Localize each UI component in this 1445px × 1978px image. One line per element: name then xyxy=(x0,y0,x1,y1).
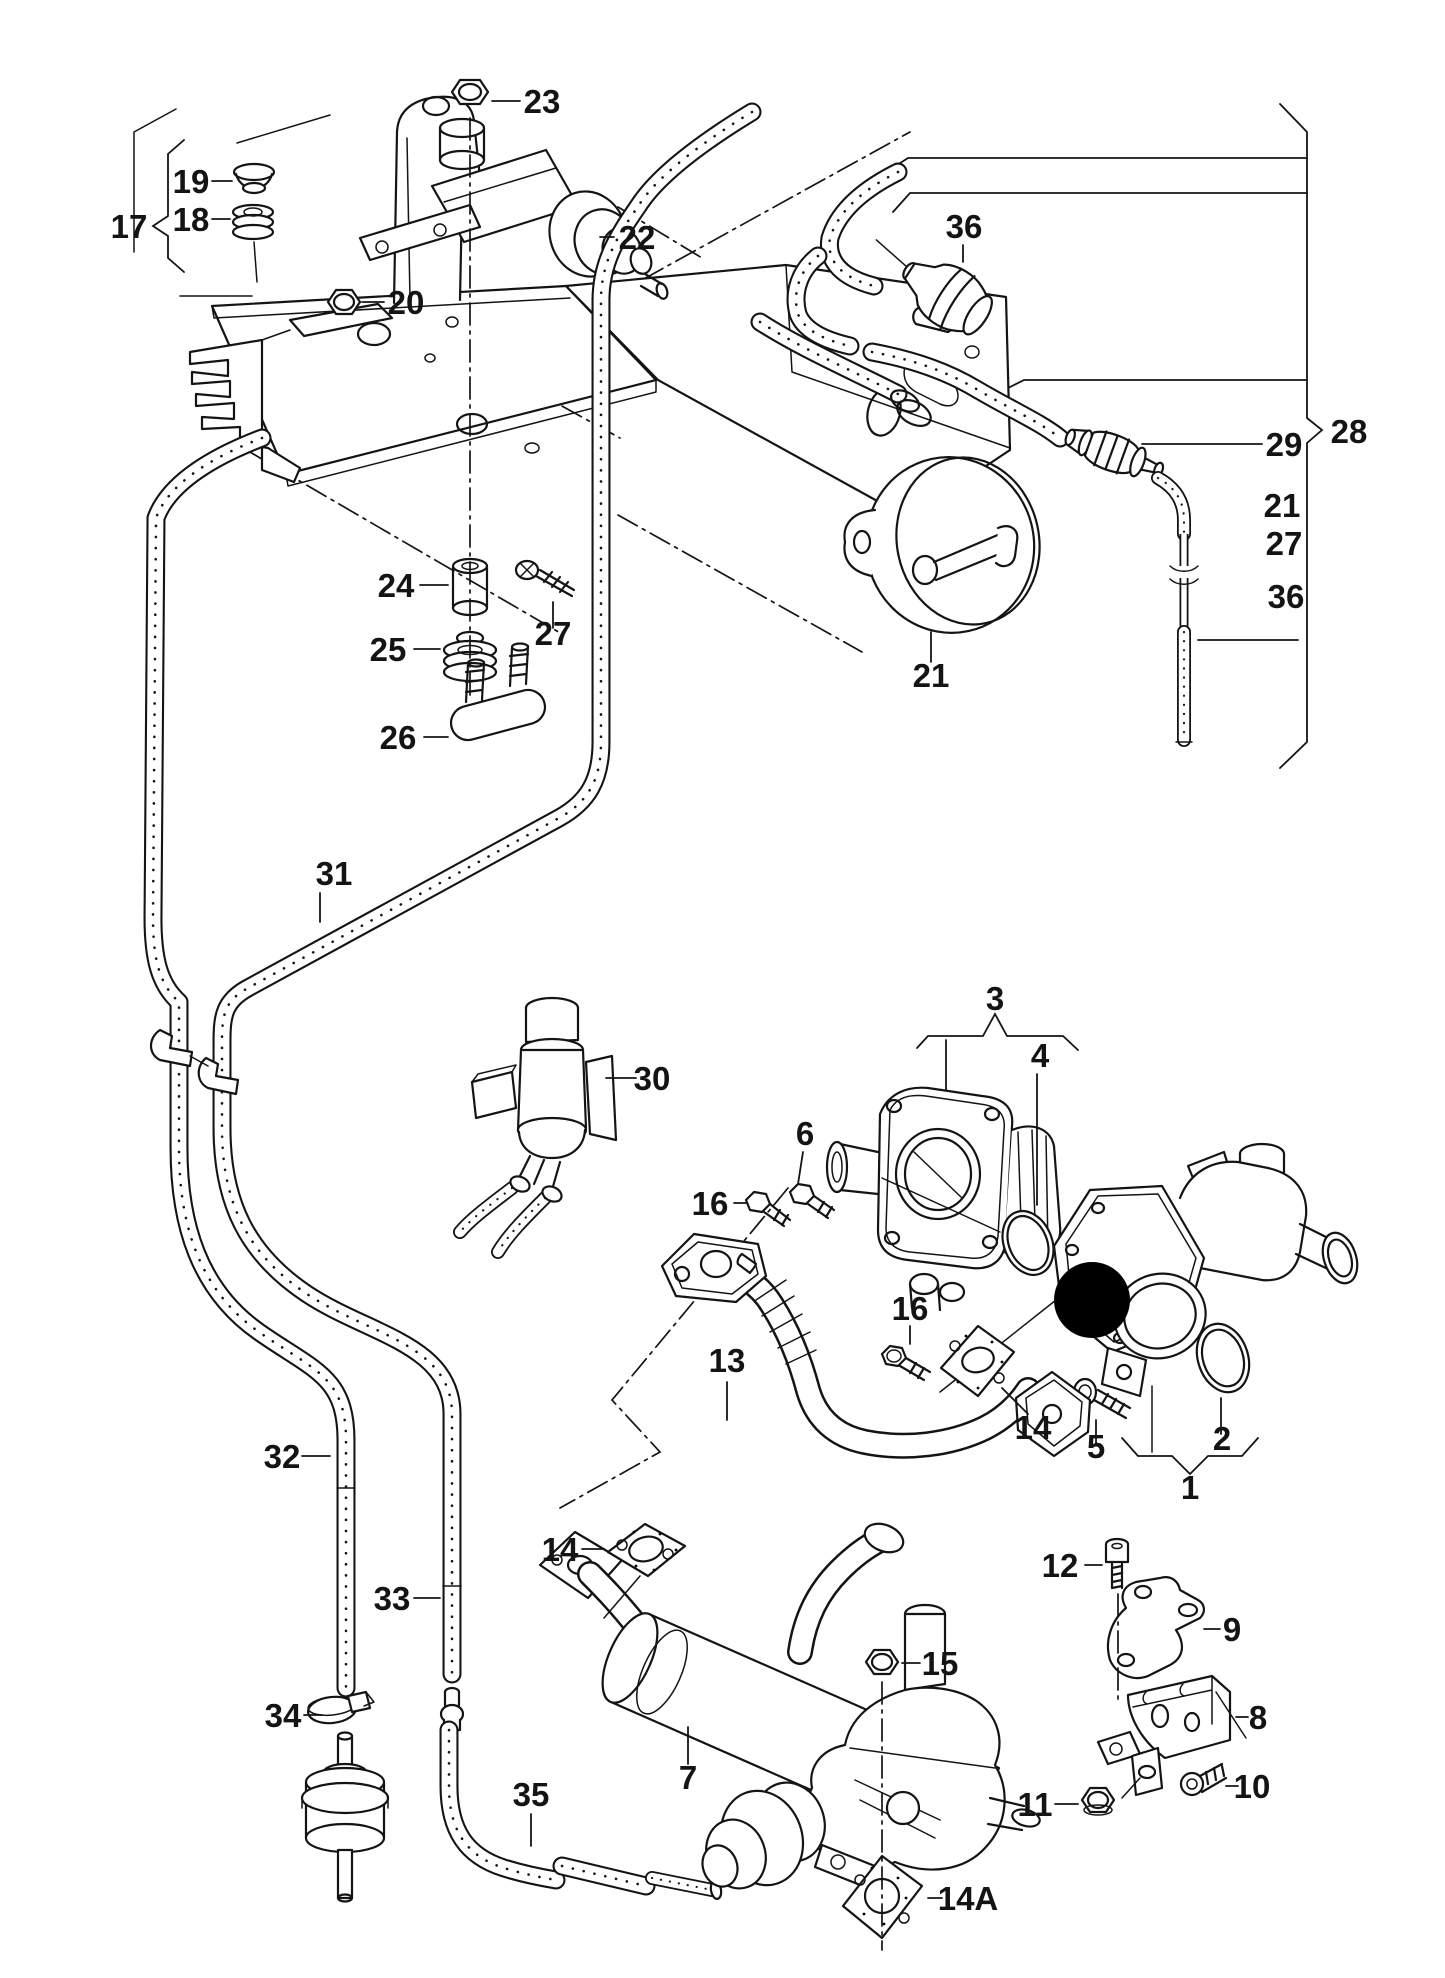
mounting-bracket-assembly xyxy=(188,95,1012,520)
o-ring-2 xyxy=(1195,1322,1251,1394)
screw-12 xyxy=(1104,1537,1130,1590)
callout-14-cooler[interactable]: 14 xyxy=(542,1531,579,1568)
centerlines xyxy=(469,117,1119,1951)
vacuum-pipe-21-27-36 xyxy=(1158,478,1199,742)
air-pump-assembly xyxy=(701,1603,1041,1902)
spacer-24 xyxy=(451,557,489,617)
stud-plate-26 xyxy=(449,642,547,742)
brake-booster-21 xyxy=(843,389,1041,634)
callout-3[interactable]: 3 xyxy=(986,980,1004,1017)
hose-run-A xyxy=(829,172,898,286)
callout-27-stack[interactable]: 27 xyxy=(1266,525,1303,562)
bracket-8 xyxy=(1096,1674,1247,1799)
inline-valve-29 xyxy=(1064,428,1165,478)
serrated-bracket xyxy=(188,338,302,484)
callout-11[interactable]: 11 xyxy=(1018,1786,1053,1823)
bracket-9 xyxy=(1106,1576,1205,1680)
callout-10[interactable]: 10 xyxy=(1234,1768,1271,1805)
callout-16-lower[interactable]: 16 xyxy=(892,1290,929,1327)
check-valve-36 xyxy=(875,239,993,336)
callout-20[interactable]: 20 xyxy=(388,284,425,321)
callout-24[interactable]: 24 xyxy=(378,567,415,604)
callout-17[interactable]: 17 xyxy=(111,208,148,245)
hose-clips xyxy=(149,1028,240,1096)
screw-27 xyxy=(514,559,576,598)
hose-32 xyxy=(153,438,356,1688)
callout-7[interactable]: 7 xyxy=(679,1759,697,1796)
callout-15[interactable]: 15 xyxy=(922,1645,959,1682)
nut-11 xyxy=(1080,1786,1116,1816)
group-bracket-28 xyxy=(879,103,1324,769)
callout-21-booster[interactable]: 21 xyxy=(913,657,950,694)
callout-5[interactable]: 5 xyxy=(1087,1428,1105,1465)
inline-filter-32 xyxy=(300,1731,390,1903)
callout-1[interactable]: 1 xyxy=(1181,1469,1199,1506)
callout-32[interactable]: 32 xyxy=(264,1438,301,1475)
egr-pipe-13 xyxy=(660,1232,1092,1456)
throttle-body-3 xyxy=(825,1086,1062,1312)
callout-27-screw[interactable]: 27 xyxy=(535,615,572,652)
callout-21-stack[interactable]: 21 xyxy=(1264,487,1301,524)
callout-25[interactable]: 25 xyxy=(370,631,407,668)
bolt-16-upper xyxy=(744,1190,792,1228)
callout-22[interactable]: 22 xyxy=(619,219,656,256)
clamp-34 xyxy=(306,1690,375,1725)
redaction-dot xyxy=(1054,1262,1130,1338)
hose-31 xyxy=(222,112,752,1674)
callout-35[interactable]: 35 xyxy=(513,1776,550,1813)
callout-26[interactable]: 26 xyxy=(380,719,417,756)
callout-6[interactable]: 6 xyxy=(796,1115,814,1152)
o-ring-4 xyxy=(1001,1210,1055,1276)
bracket-17-brace xyxy=(151,139,185,273)
callout-14-egr[interactable]: 14 xyxy=(1015,1409,1052,1446)
grommet-18 xyxy=(231,203,275,283)
callout-14A[interactable]: 14A xyxy=(938,1880,999,1917)
solenoid-valve-30 xyxy=(460,996,618,1252)
nut-15 xyxy=(864,1648,900,1676)
callout-13[interactable]: 13 xyxy=(709,1342,746,1379)
nut-20 xyxy=(326,288,362,316)
grommet-19 xyxy=(232,162,276,195)
bolt-16-lower xyxy=(880,1344,932,1382)
callout-34[interactable]: 34 xyxy=(265,1697,302,1734)
callout-33[interactable]: 33 xyxy=(374,1580,411,1617)
callout-9[interactable]: 9 xyxy=(1223,1611,1241,1648)
gasket-14-egr xyxy=(939,1299,1057,1398)
callout-18[interactable]: 18 xyxy=(173,201,210,238)
nut-23 xyxy=(450,78,490,106)
callout-19[interactable]: 19 xyxy=(173,163,210,200)
callout-leaders xyxy=(211,100,1259,1899)
callout-36-top[interactable]: 36 xyxy=(946,208,983,245)
callout-2[interactable]: 2 xyxy=(1213,1420,1231,1457)
callout-30[interactable]: 30 xyxy=(634,1060,671,1097)
callout-29[interactable]: 29 xyxy=(1266,426,1303,463)
callout-23[interactable]: 23 xyxy=(524,83,561,120)
callout-16-upper[interactable]: 16 xyxy=(692,1185,729,1222)
hose-35 xyxy=(449,1730,723,1901)
egr-valve-1 xyxy=(1052,1142,1359,1453)
callout-36-stack[interactable]: 36 xyxy=(1268,578,1305,615)
callout-8[interactable]: 8 xyxy=(1249,1699,1267,1736)
callout-31[interactable]: 31 xyxy=(316,855,353,892)
callout-28[interactable]: 28 xyxy=(1331,413,1368,450)
callout-12[interactable]: 12 xyxy=(1042,1547,1079,1584)
bolt-10 xyxy=(1179,1762,1228,1797)
bolt-6 xyxy=(788,1182,836,1220)
callout-4[interactable]: 4 xyxy=(1031,1037,1050,1074)
gasket-14-cooler xyxy=(603,1522,687,1619)
